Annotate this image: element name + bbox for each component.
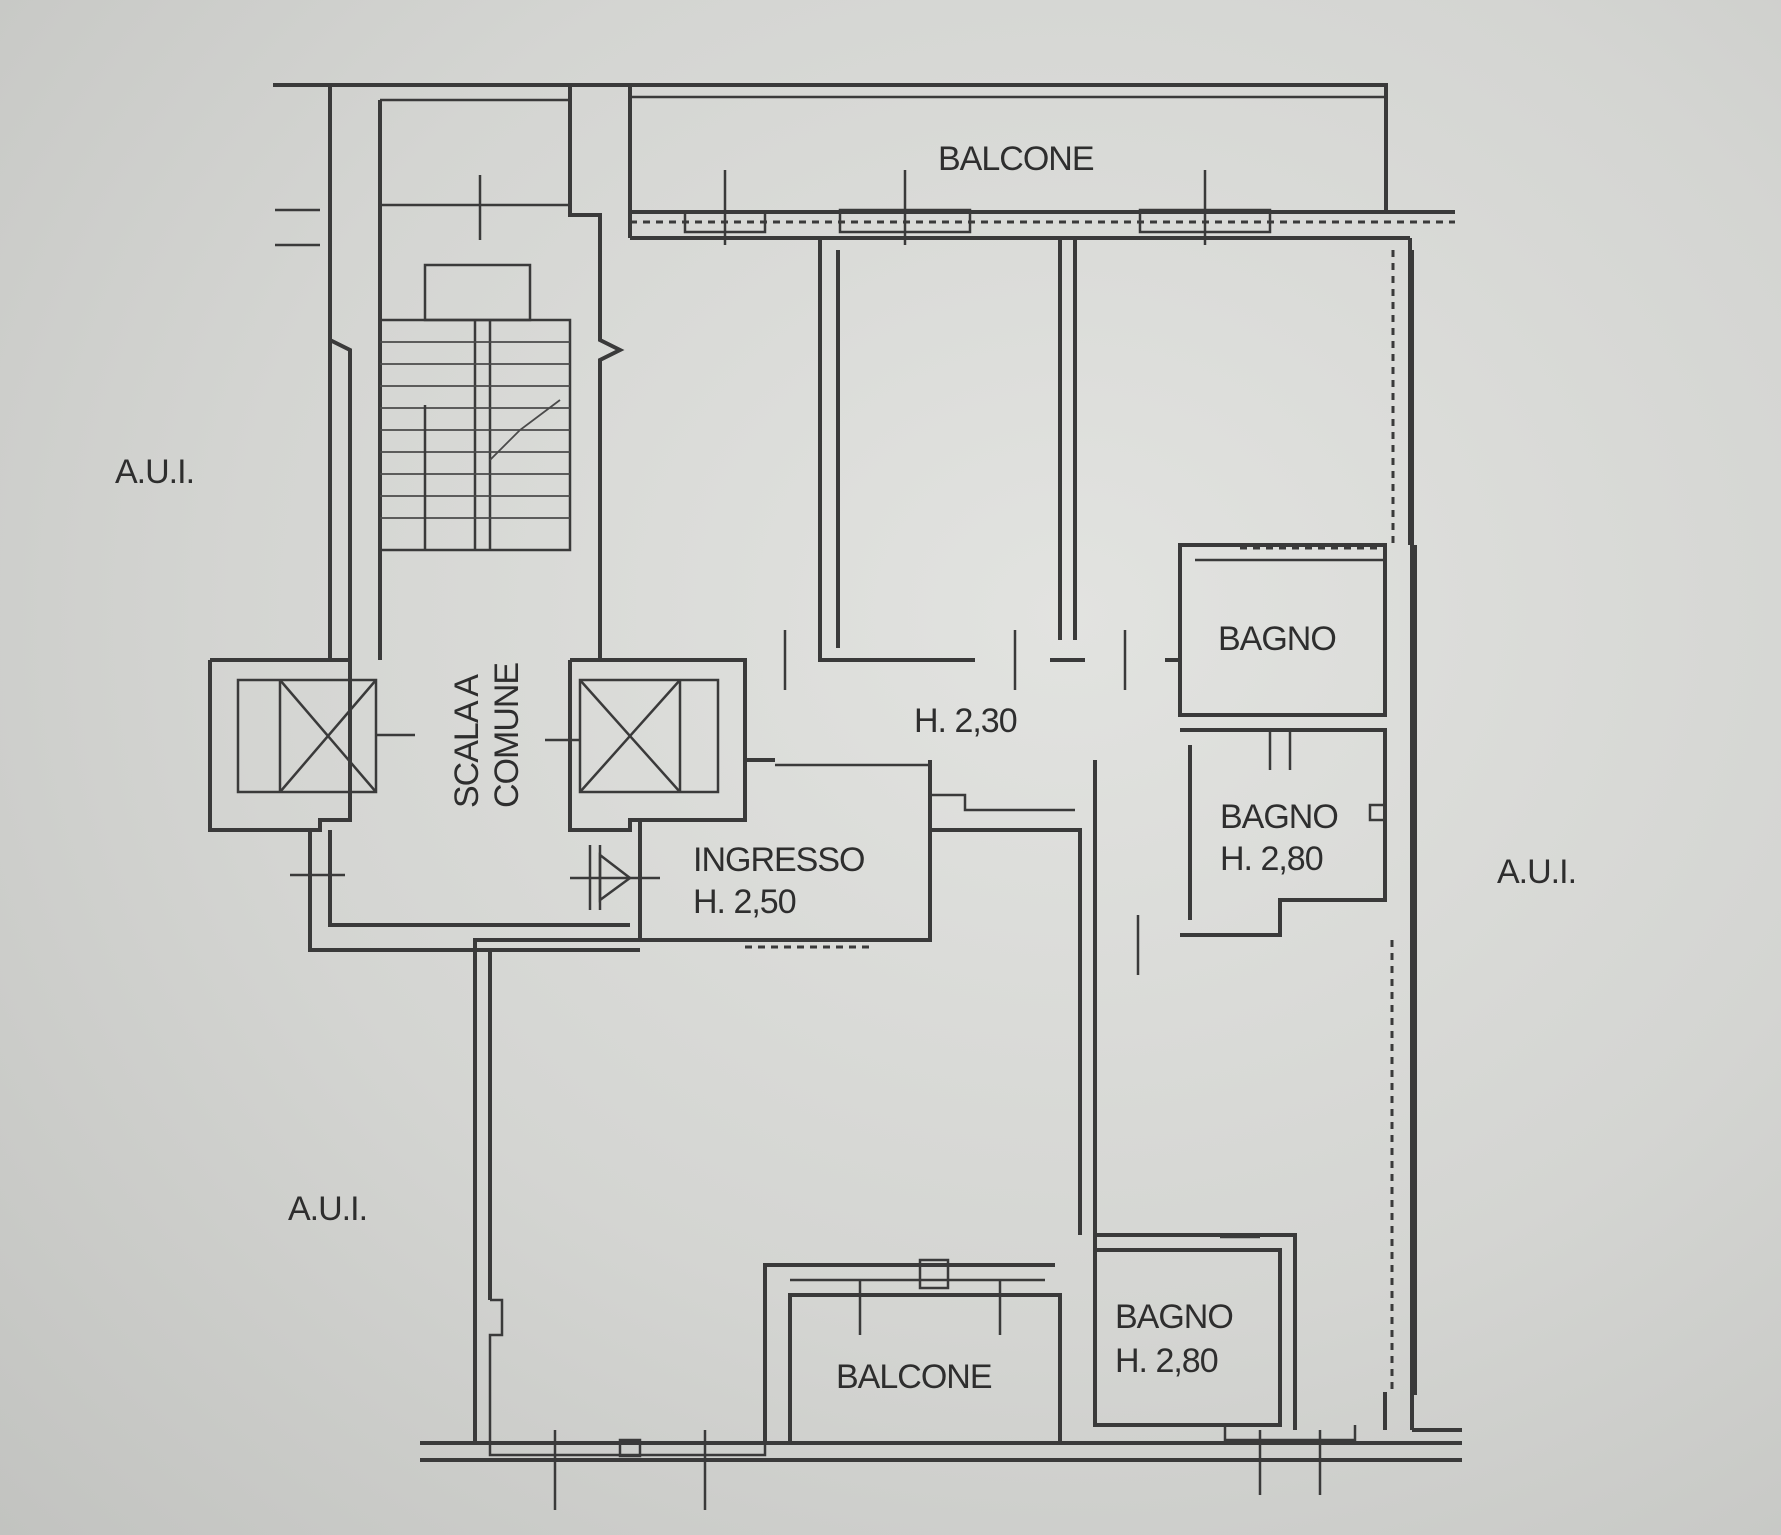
balcone-top-label: BALCONE: [938, 140, 1094, 178]
interior-walls: [783, 238, 1140, 975]
ingresso-height-label: H. 2,50: [693, 883, 796, 921]
balcone-bottom-label: BALCONE: [836, 1358, 992, 1396]
elevator-shaft-left: [208, 658, 415, 832]
scala-label-line1: SCALA A: [448, 674, 486, 808]
stairwell: [273, 83, 632, 660]
landing-walls: [290, 830, 660, 952]
scala-label-line2: COMUNE: [488, 663, 526, 808]
balcony-bottom-walls: [763, 1258, 1062, 1443]
bagno-lower-height-label: H. 2,80: [1115, 1342, 1218, 1380]
height-main-label: H. 2,30: [914, 702, 1017, 740]
aui-left-upper-label: A.U.I.: [115, 453, 194, 491]
labels: BALCONE A.U.I. A.U.I. A.U.I. SCALA A COM…: [115, 140, 1577, 1396]
aui-right-label: A.U.I.: [1497, 853, 1576, 891]
aui-left-lower-label: A.U.I.: [288, 1190, 367, 1228]
bagno-upper-walls: [1165, 543, 1387, 717]
ingresso-name-label: INGRESSO: [693, 841, 864, 879]
bagno-upper-label: BAGNO: [1218, 620, 1336, 658]
bagno-lower-name-label: BAGNO: [1115, 1298, 1233, 1336]
elevator-shaft-right: [545, 658, 747, 832]
outer-walls: [273, 83, 1462, 1462]
windows-top: [683, 170, 1272, 245]
scala-label: SCALA A COMUNE: [448, 663, 526, 808]
bagno-lower-walls: [1093, 1233, 1357, 1495]
windows-bottom: [488, 1430, 767, 1510]
bagno-middle-height-label: H. 2,80: [1220, 840, 1323, 878]
bagno-middle-walls: [1180, 728, 1387, 937]
ingresso-walls: [638, 758, 1097, 1235]
bagno-middle-name-label: BAGNO: [1220, 798, 1338, 836]
